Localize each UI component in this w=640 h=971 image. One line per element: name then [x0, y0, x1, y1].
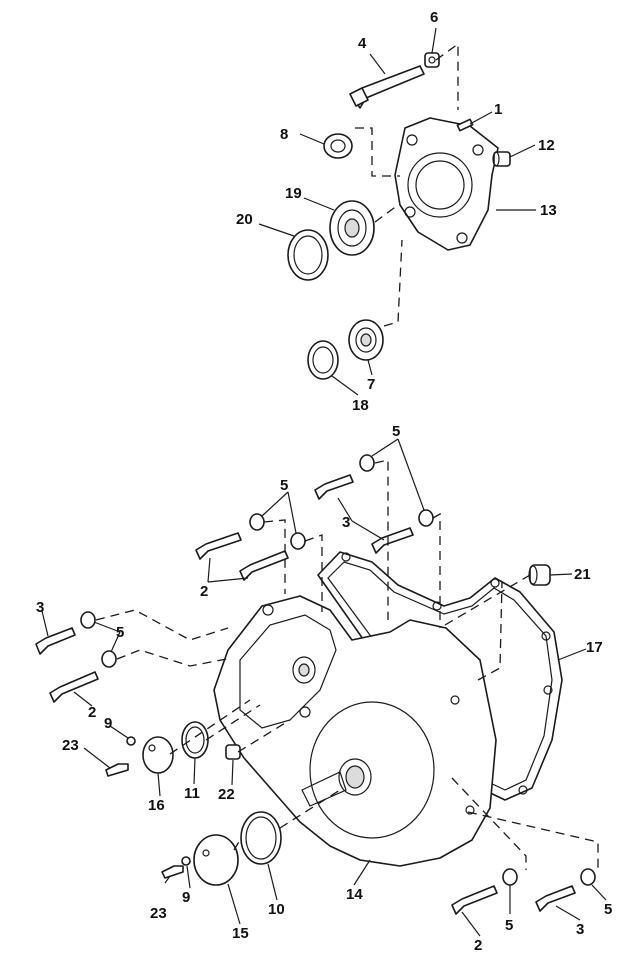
alignment-line: [205, 704, 261, 741]
callout-1: 1: [494, 101, 502, 118]
screw-23-upper: [105, 763, 129, 777]
callout-7: 7: [367, 376, 375, 393]
bolt-3-left: [35, 627, 76, 655]
callout-3: 3: [576, 921, 584, 938]
bolt-2-bottom: [451, 885, 498, 915]
callout-3: 3: [342, 514, 350, 531]
washers-5: [80, 454, 596, 886]
callout-5: 5: [604, 901, 612, 918]
callout-9: 9: [182, 889, 190, 906]
retaining-ring-18: [307, 340, 339, 380]
washer-9-upper: [126, 736, 136, 746]
alignment-line: [355, 127, 400, 177]
long-bolt: [349, 65, 425, 109]
callout-12: 12: [538, 137, 555, 154]
nut-6: [424, 52, 440, 68]
alignment-line: [233, 839, 241, 851]
alignment-line: [451, 777, 527, 870]
alignment-line: [477, 581, 503, 681]
callout-5: 5: [505, 917, 513, 934]
bolt-2-upper-a: [195, 532, 242, 560]
dowel-pin: [456, 118, 474, 132]
screw-23-lower: [161, 865, 184, 879]
o-ring-10: [240, 811, 282, 865]
callout-10: 10: [268, 901, 285, 918]
alignment-line: [116, 649, 233, 667]
access-cover-15: [193, 834, 239, 886]
callout-9: 9: [104, 715, 112, 732]
alignment-line: [169, 699, 251, 755]
callout-2: 2: [200, 583, 208, 600]
o-ring-11: [181, 721, 209, 759]
callout-23: 23: [150, 905, 167, 922]
callout-4: 4: [358, 35, 367, 52]
callout-14: 14: [346, 886, 363, 903]
alignment-line: [444, 574, 531, 626]
bolt-3-bottom: [535, 885, 576, 912]
alignment-line: [237, 719, 291, 753]
callout-11: 11: [184, 785, 200, 802]
callout-8: 8: [280, 126, 288, 143]
alignment-line: [383, 239, 403, 327]
primary-cover: [213, 595, 497, 867]
alignment-line: [279, 789, 341, 829]
bearing-housing-plate: [394, 117, 499, 251]
callout-5: 5: [392, 423, 400, 440]
dowel-sleeve-21: [528, 564, 551, 586]
callout-5: 5: [116, 624, 124, 641]
washer-9-lower: [181, 856, 191, 866]
callout-2: 2: [474, 937, 482, 954]
callout-23: 23: [62, 737, 79, 754]
spacer-8: [323, 133, 353, 159]
callout-2: 2: [88, 704, 96, 721]
bolt-3-top: [314, 474, 354, 500]
callout-18: 18: [352, 397, 369, 414]
callout-21: 21: [574, 566, 591, 583]
callout-20: 20: [236, 211, 253, 228]
alignment-line: [263, 519, 286, 594]
alignment-line: [432, 512, 441, 628]
callout-16: 16: [148, 797, 165, 814]
bolt-3-mid: [371, 527, 414, 554]
callout-15: 15: [232, 925, 249, 942]
bushing-12: [492, 151, 511, 167]
callout-22: 22: [218, 786, 235, 803]
callout-17: 17: [586, 639, 603, 656]
bolt-2-upper-b: [239, 550, 289, 581]
alignment-line: [374, 204, 399, 223]
retaining-ring-20: [287, 229, 329, 281]
bearing-19: [329, 200, 375, 256]
callout-19: 19: [285, 185, 302, 202]
callout-5: 5: [280, 477, 288, 494]
dowel-22: [225, 744, 241, 760]
bolt-2-left: [49, 671, 99, 703]
alignment-line: [95, 609, 229, 641]
alignment-line: [304, 534, 323, 612]
inspection-cover-16: [142, 736, 174, 774]
callout-6: 6: [430, 9, 438, 26]
bearing-7: [348, 319, 384, 361]
callout-3: 3: [36, 599, 44, 616]
callout-13: 13: [540, 202, 557, 219]
alignment-line: [374, 459, 389, 620]
leader-lines: [41, 27, 607, 937]
alignment-line: [467, 811, 599, 870]
